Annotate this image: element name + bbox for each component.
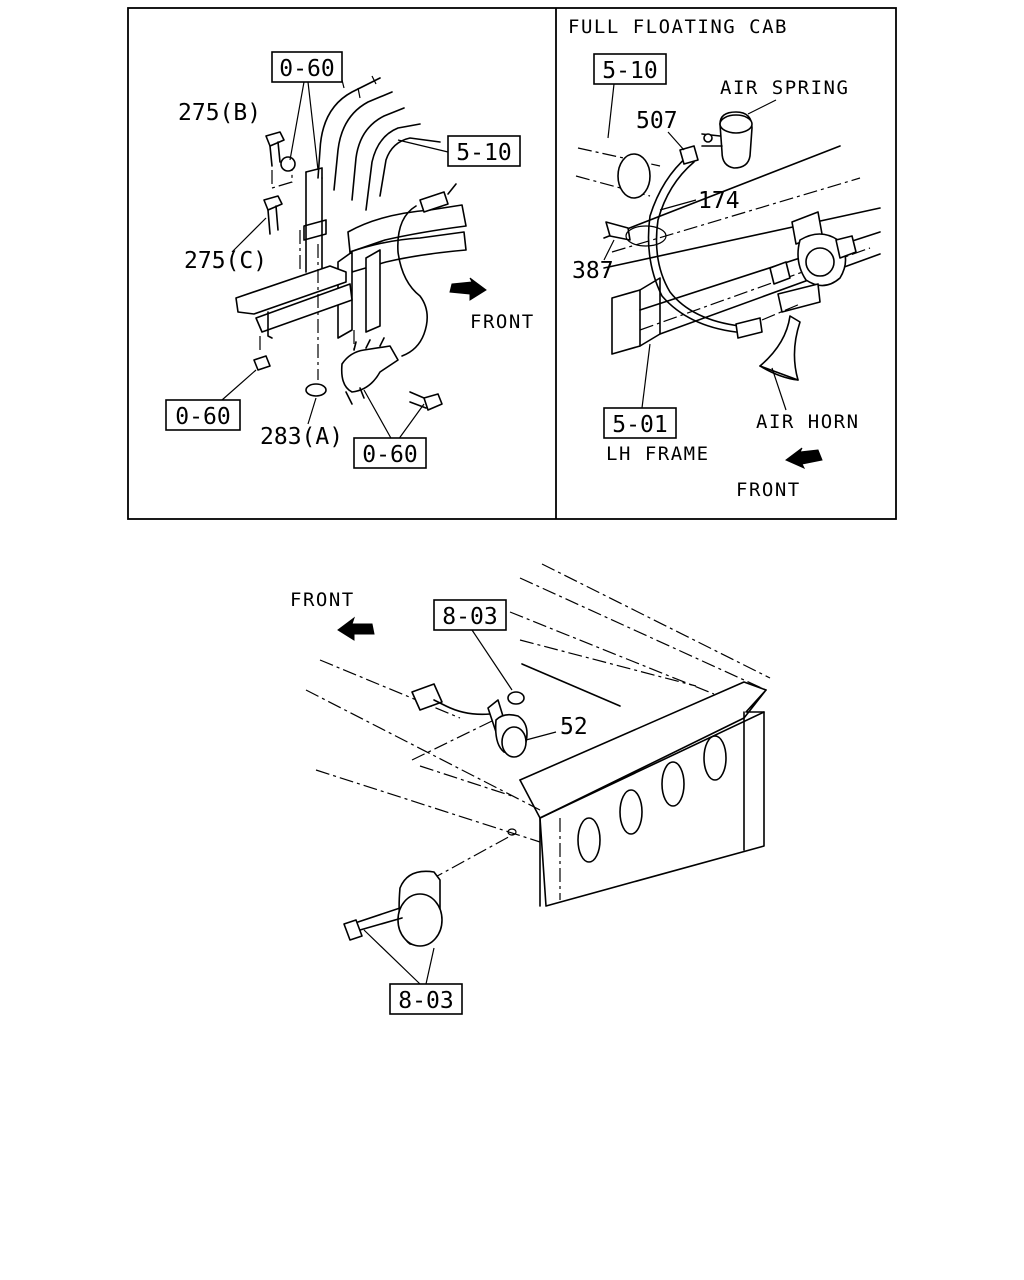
ref-5-10-left: 5-10 bbox=[456, 140, 511, 166]
panel-frame bbox=[127, 7, 897, 520]
front-label-bottom: FRONT bbox=[290, 589, 355, 611]
top-right-drawing bbox=[575, 83, 881, 470]
panel-title-full-floating-cab: FULL FLOATING CAB bbox=[568, 16, 788, 38]
label-air-horn: AIR HORN bbox=[756, 411, 860, 433]
front-label-top-right: FRONT bbox=[736, 479, 801, 501]
label-air-spring: AIR SPRING bbox=[720, 77, 849, 99]
ref-box-5-10-left bbox=[447, 135, 521, 167]
ref-0-60-top: 0-60 bbox=[279, 56, 334, 82]
ref-box-0-60-left bbox=[165, 399, 241, 431]
label-lh-frame: LH FRAME bbox=[606, 443, 710, 465]
part-52: 52 bbox=[560, 714, 588, 740]
part-275c: 275(C) bbox=[184, 248, 267, 274]
part-283a: 283(A) bbox=[260, 424, 343, 450]
part-174: 174 bbox=[698, 188, 740, 214]
ref-8-03-bottom: 8-03 bbox=[398, 988, 453, 1014]
part-387: 387 bbox=[572, 258, 614, 284]
part-507: 507 bbox=[636, 108, 678, 134]
ref-box-8-03-top bbox=[433, 599, 507, 631]
ref-0-60-left: 0-60 bbox=[175, 404, 230, 430]
bottom-drawing bbox=[305, 563, 771, 985]
ref-8-03-top: 8-03 bbox=[442, 604, 497, 630]
ref-box-0-60-bottom bbox=[353, 437, 427, 469]
ref-5-01: 5-01 bbox=[612, 412, 667, 438]
front-label-top-left: FRONT bbox=[470, 311, 535, 333]
ref-box-5-10-right bbox=[593, 53, 667, 85]
top-left-drawing bbox=[221, 75, 487, 441]
ref-box-0-60-top bbox=[271, 51, 343, 83]
part-275b: 275(B) bbox=[178, 100, 261, 126]
ref-0-60-bottom: 0-60 bbox=[362, 442, 417, 468]
ref-box-5-01 bbox=[603, 407, 677, 439]
ref-5-10-right: 5-10 bbox=[602, 58, 657, 84]
ref-box-8-03-bottom bbox=[389, 983, 463, 1015]
